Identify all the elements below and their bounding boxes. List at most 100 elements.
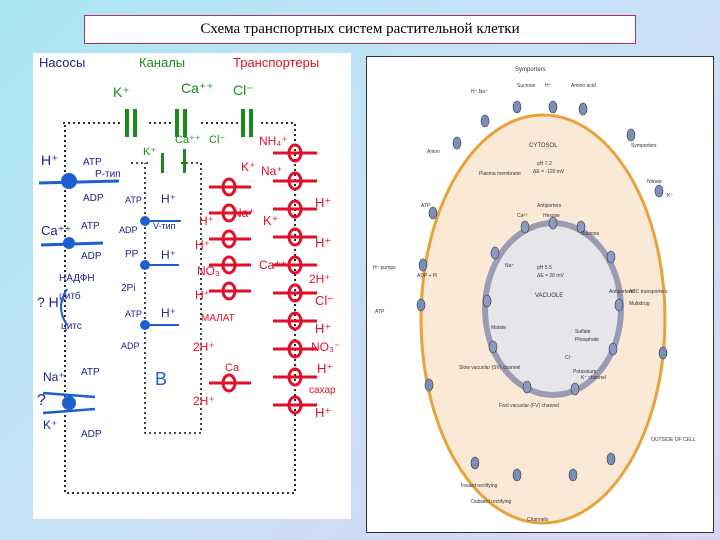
side-label-phosphate: Phosphate <box>575 337 599 343</box>
ion-cl-top: Cl⁻ <box>233 82 254 98</box>
side-label-antiporters: Antiporters <box>609 289 634 295</box>
tr-right-sugar: сахар <box>309 385 336 396</box>
pump-label-nadph: НАДФН <box>59 273 95 284</box>
label-vacuole: VACUOLE <box>535 293 563 299</box>
label-h-top: H⁺ <box>545 83 552 89</box>
redox-arc <box>60 288 68 326</box>
mid-label-h2: H⁺ <box>161 248 176 262</box>
tr-left-no3: NO₃⁻ <box>197 264 226 278</box>
right-diagram-panel: Symporters Sucrose H⁺ Amino acid H⁺,Na⁺ … <box>366 56 714 533</box>
side-label-fv: Fast vacuolar (FV) channel <box>499 403 559 409</box>
left-diagram-panel: Насосы Каналы Транспортеры K⁺ Ca⁺⁺ Cl⁻ K… <box>33 53 351 519</box>
tr-right-na: Na⁺ <box>261 164 283 178</box>
mid-label-atp2: ATP <box>125 309 142 319</box>
tr-left-h: H⁺ <box>199 214 214 228</box>
side-label-potassium: Potassium <box>573 369 596 375</box>
right-diagram: Symporters Sucrose H⁺ Amino acid H⁺,Na⁺ … <box>373 67 696 525</box>
pump-label-adp3: ADP <box>81 429 102 440</box>
vacuole-pump-atp2 <box>140 320 179 330</box>
pump-label-atp: ATP <box>83 157 102 168</box>
pump-label-atp3: ATP <box>81 367 100 378</box>
label-hna: H⁺,Na⁺ <box>471 89 488 95</box>
vacuole-ph: pH 5.5 <box>537 265 552 271</box>
vacuole-pump-v <box>140 216 181 226</box>
header-channels: Каналы <box>139 55 185 70</box>
tr-right-k: K⁺ <box>263 213 279 228</box>
side-label-symporters: Symporters <box>631 143 657 149</box>
tr-right-h: H⁺ <box>315 195 331 210</box>
pump-label-k: K⁺ <box>43 418 57 432</box>
transporters-inner-column <box>209 177 251 393</box>
transporters-outer-column <box>273 143 317 415</box>
pump-label-adp2: ADP <box>81 251 102 262</box>
pump-label-q2: ? <box>37 392 46 409</box>
page-title: Схема транспортных систем растительной к… <box>200 21 520 37</box>
pump-na-k-atp <box>42 391 96 415</box>
tr-right-2h: 2H⁺ <box>309 272 331 286</box>
ion-ca-inner: Ca⁺⁺ <box>175 134 201 146</box>
outer-membrane <box>63 122 296 494</box>
tr-right-h4: H⁺ <box>317 361 333 376</box>
pump-label-ptype: P-тип <box>95 169 121 180</box>
ion-k-top: K⁺ <box>113 84 130 100</box>
side-label-kchannel: K⁺ channel <box>581 375 606 381</box>
label-outside: OUTSIDE OF CELL <box>651 437 696 443</box>
pump-label-adp: ADP <box>83 193 104 204</box>
tr-left-2h2: 2H⁺ <box>193 394 215 408</box>
tr-right-h5: H⁺ <box>315 405 331 420</box>
side-label-outward: Outward rectifying <box>471 499 512 505</box>
inner-channel-ca <box>183 149 186 173</box>
side-label-multidrug: Multidrug <box>629 301 650 307</box>
mid-label-adp: ADP <box>119 225 138 235</box>
side-label-abc: ABC transporters <box>629 289 668 295</box>
mid-label-atp: ATP <box>125 195 142 205</box>
inner-membrane <box>131 162 202 434</box>
side-label-adp: ADP + Pi <box>417 273 437 279</box>
tr-left-ca: Ca <box>225 362 240 374</box>
side-label-nitrate: Nitrate <box>647 179 662 185</box>
tr-right-ca: Ca⁺⁺ <box>259 258 287 272</box>
mid-label-h3: H⁺ <box>161 306 176 320</box>
mid-label-vtype: V-тип <box>153 221 176 231</box>
side-label-atp: ATP <box>421 203 431 209</box>
top-channel-k <box>125 109 137 137</box>
tr-right-cl: Cl⁻ <box>315 293 334 308</box>
side-label-sulfate: Sulfate <box>575 329 591 335</box>
label-amino: Amino acid <box>571 83 596 89</box>
pump-label-ca: Ca⁺⁺ <box>41 223 71 238</box>
top-channel-cl <box>241 109 253 137</box>
mid-label-b: B <box>155 369 167 389</box>
header-pumps: Насосы <box>39 55 85 70</box>
side-label-anion: Anion <box>427 149 440 155</box>
title-box: Схема транспортных систем растительной к… <box>84 15 636 44</box>
mid-label-adp2: ADP <box>121 341 140 351</box>
mid-label-pp: PP <box>125 249 139 260</box>
side-label-ca: Ca²⁺ <box>517 213 528 219</box>
side-label-sucrose: Sucrose <box>581 231 600 237</box>
side-label-cl: Cl⁻ <box>565 355 573 361</box>
vacuole-transporters <box>482 216 624 396</box>
label-sucrose: Sucrose <box>517 83 536 89</box>
mid-label-2pi: 2Pi <box>121 283 135 294</box>
tr-right-nh4: NH₄⁺ <box>259 134 288 148</box>
inner-channel-k <box>161 153 164 173</box>
tr-right-h3: H⁺ <box>315 321 331 336</box>
tr-right-h2: H⁺ <box>315 235 331 250</box>
side-label-hexose: Hexose <box>543 213 560 219</box>
side-label-pm: Plasma membrane <box>479 171 521 177</box>
label-symporters: Symporters <box>515 67 546 73</box>
label-channels: Channels <box>527 517 549 523</box>
pump-label-na: Na⁺ <box>43 370 65 384</box>
side-label-k: K⁺ <box>667 193 673 199</box>
left-diagram: Насосы Каналы Транспортеры K⁺ Ca⁺⁺ Cl⁻ K… <box>37 55 340 494</box>
side-label-sv: Slow vacuolar (SV) channel <box>459 365 520 371</box>
cytosol-de: ΔΕ = -120 mV <box>533 169 565 175</box>
tr-left-k: K⁺ <box>241 160 255 174</box>
side-label-malate: Malate <box>491 325 506 331</box>
pump-label-h: H⁺ <box>41 152 59 168</box>
tr-right-no3: NO₃⁻ <box>311 340 340 354</box>
side-label-na: Na⁺ <box>505 263 514 269</box>
tr-left-2h: 2H⁺ <box>193 340 215 354</box>
pump-label-cytc: цитс <box>61 321 82 332</box>
pump-h-atp <box>38 173 120 189</box>
